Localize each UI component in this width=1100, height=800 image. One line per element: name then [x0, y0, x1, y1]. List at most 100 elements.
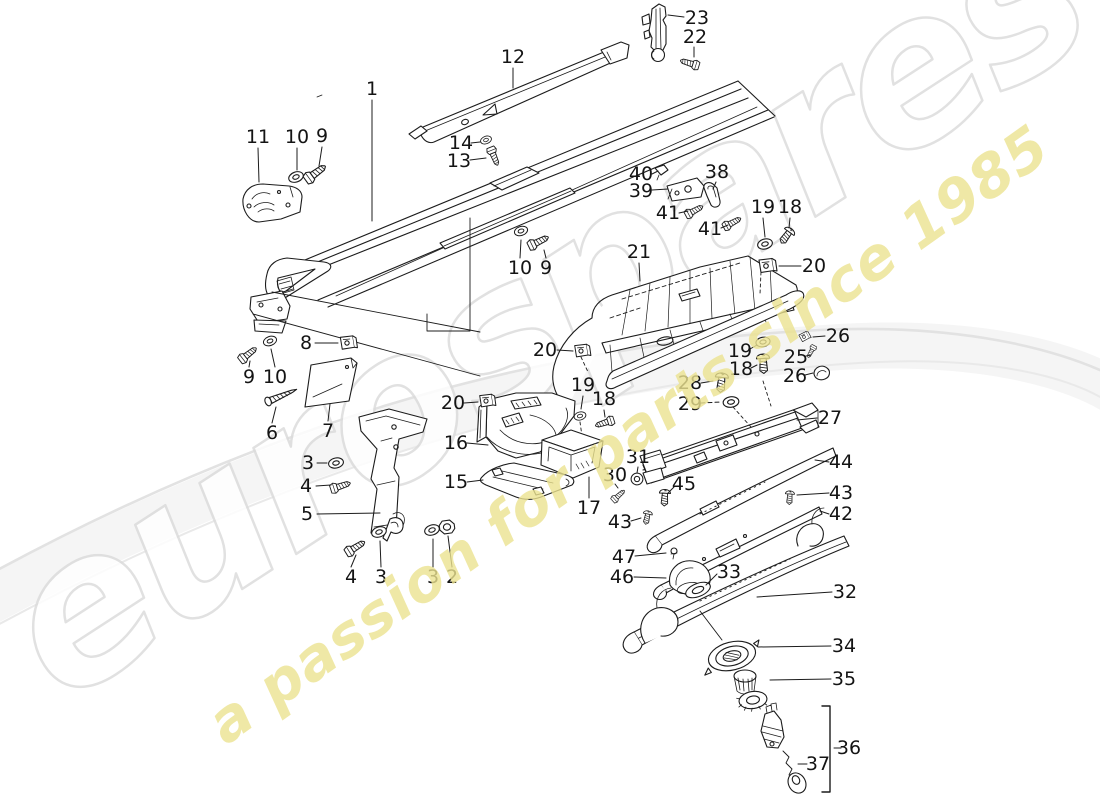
part-6-tapping-screw: [264, 388, 298, 407]
hook-bracket: [382, 517, 404, 542]
leader-line: [651, 170, 659, 175]
leader-line: [700, 401, 722, 404]
leader-line: [318, 146, 323, 167]
part-number-8: 8: [300, 332, 312, 354]
leader-line: [762, 217, 766, 238]
watermark-brand: eurospares: [0, 0, 1100, 748]
clip-icon: [574, 343, 592, 358]
leader-line: [796, 417, 818, 421]
part-number-9: 9: [540, 257, 552, 279]
leader-line: [700, 380, 714, 384]
part-number-19: 19: [728, 340, 752, 362]
part-number-3: 3: [427, 566, 439, 588]
part-number-30: 30: [603, 464, 627, 486]
part-number-12: 12: [501, 46, 525, 68]
part-number-26: 26: [826, 325, 850, 347]
part-32-lid-strip: [622, 535, 850, 654]
leader-line: [614, 483, 619, 489]
leader-line: [630, 517, 642, 522]
part-39-latch: [666, 177, 705, 202]
washer-icon: [286, 169, 306, 185]
part-number-28: 28: [678, 372, 702, 394]
part-number-3: 3: [375, 566, 387, 588]
leader-line: [603, 409, 606, 418]
screw-icon: [485, 145, 503, 168]
part-number-5: 5: [301, 503, 313, 525]
part-number-47: 47: [612, 546, 636, 568]
part-number-20: 20: [441, 392, 465, 414]
leader-line: [667, 14, 685, 18]
leader-line: [257, 147, 260, 183]
part-number-35: 35: [832, 668, 856, 690]
leader-line: [638, 262, 641, 282]
leader-line: [812, 335, 826, 338]
part-44-trim-strip: [646, 447, 837, 554]
part-number-10: 10: [508, 257, 532, 279]
part-number-17: 17: [577, 497, 601, 519]
part-number-10: 10: [285, 126, 309, 148]
part-number-23: 23: [685, 7, 709, 29]
part-number-42: 42: [829, 503, 853, 525]
part-number-20: 20: [533, 339, 557, 361]
leader-line: [678, 210, 689, 214]
leader-line: [543, 249, 547, 259]
leader-line: [769, 678, 832, 681]
part-15-cover-tray: [479, 462, 575, 500]
screw-icon: [609, 487, 628, 505]
leader-line: [805, 354, 812, 357]
part-number-18: 18: [592, 388, 616, 410]
part-11-mounting-bracket: [242, 183, 303, 223]
part-number-27: 27: [818, 407, 842, 429]
screw-icon: [640, 509, 654, 526]
part-7-side-panel: [304, 357, 358, 408]
part-number-25: 25: [784, 346, 808, 368]
leader-line: [749, 344, 758, 350]
clip-icon: [758, 257, 778, 274]
leader-line: [796, 492, 830, 496]
part-number-41: 41: [698, 218, 722, 240]
pointer-lines: [252, 217, 481, 377]
screw-icon: [678, 55, 701, 72]
part-40-clip: [654, 164, 669, 181]
part-number-40: 40: [629, 163, 653, 185]
part-37-key: [782, 750, 807, 794]
leader-line: [248, 360, 251, 368]
leader-line: [633, 576, 667, 579]
fasteners: [236, 55, 830, 559]
leader-line: [271, 406, 277, 424]
leader-line: [804, 372, 814, 376]
part-number-13: 13: [447, 150, 471, 172]
screw-icon: [784, 490, 796, 506]
part-number-7: 7: [322, 420, 334, 442]
part-number-20: 20: [802, 255, 826, 277]
part-27-hinge-rail: [639, 402, 820, 485]
part-number-39: 39: [629, 180, 653, 202]
leader-line: [469, 157, 487, 161]
part-number-32: 32: [833, 581, 857, 603]
leader-line: [350, 554, 357, 568]
part-number-19: 19: [751, 196, 775, 218]
part-number-44: 44: [829, 451, 853, 473]
part-number-11: 11: [246, 126, 270, 148]
leader-line: [447, 535, 453, 568]
part-number-43: 43: [608, 511, 632, 533]
part-47-rivet: [670, 547, 678, 560]
part-number-3: 3: [302, 452, 314, 474]
grommet-icon: [630, 472, 644, 486]
leader-line: [466, 442, 489, 446]
part-5-support-bracket: [358, 408, 428, 534]
part-number-9: 9: [243, 366, 255, 388]
part-number-18: 18: [778, 196, 802, 218]
part-number-19: 19: [571, 374, 595, 396]
leader-line: [519, 239, 522, 259]
leader-line: [756, 591, 833, 598]
clip-icon: [339, 335, 358, 350]
screw-icon: [301, 160, 330, 186]
leader-line: [814, 459, 830, 463]
part-36-lock-cylinder: [760, 702, 831, 793]
part-number-36: 36: [837, 737, 861, 759]
part-34-bezel: [704, 639, 760, 676]
